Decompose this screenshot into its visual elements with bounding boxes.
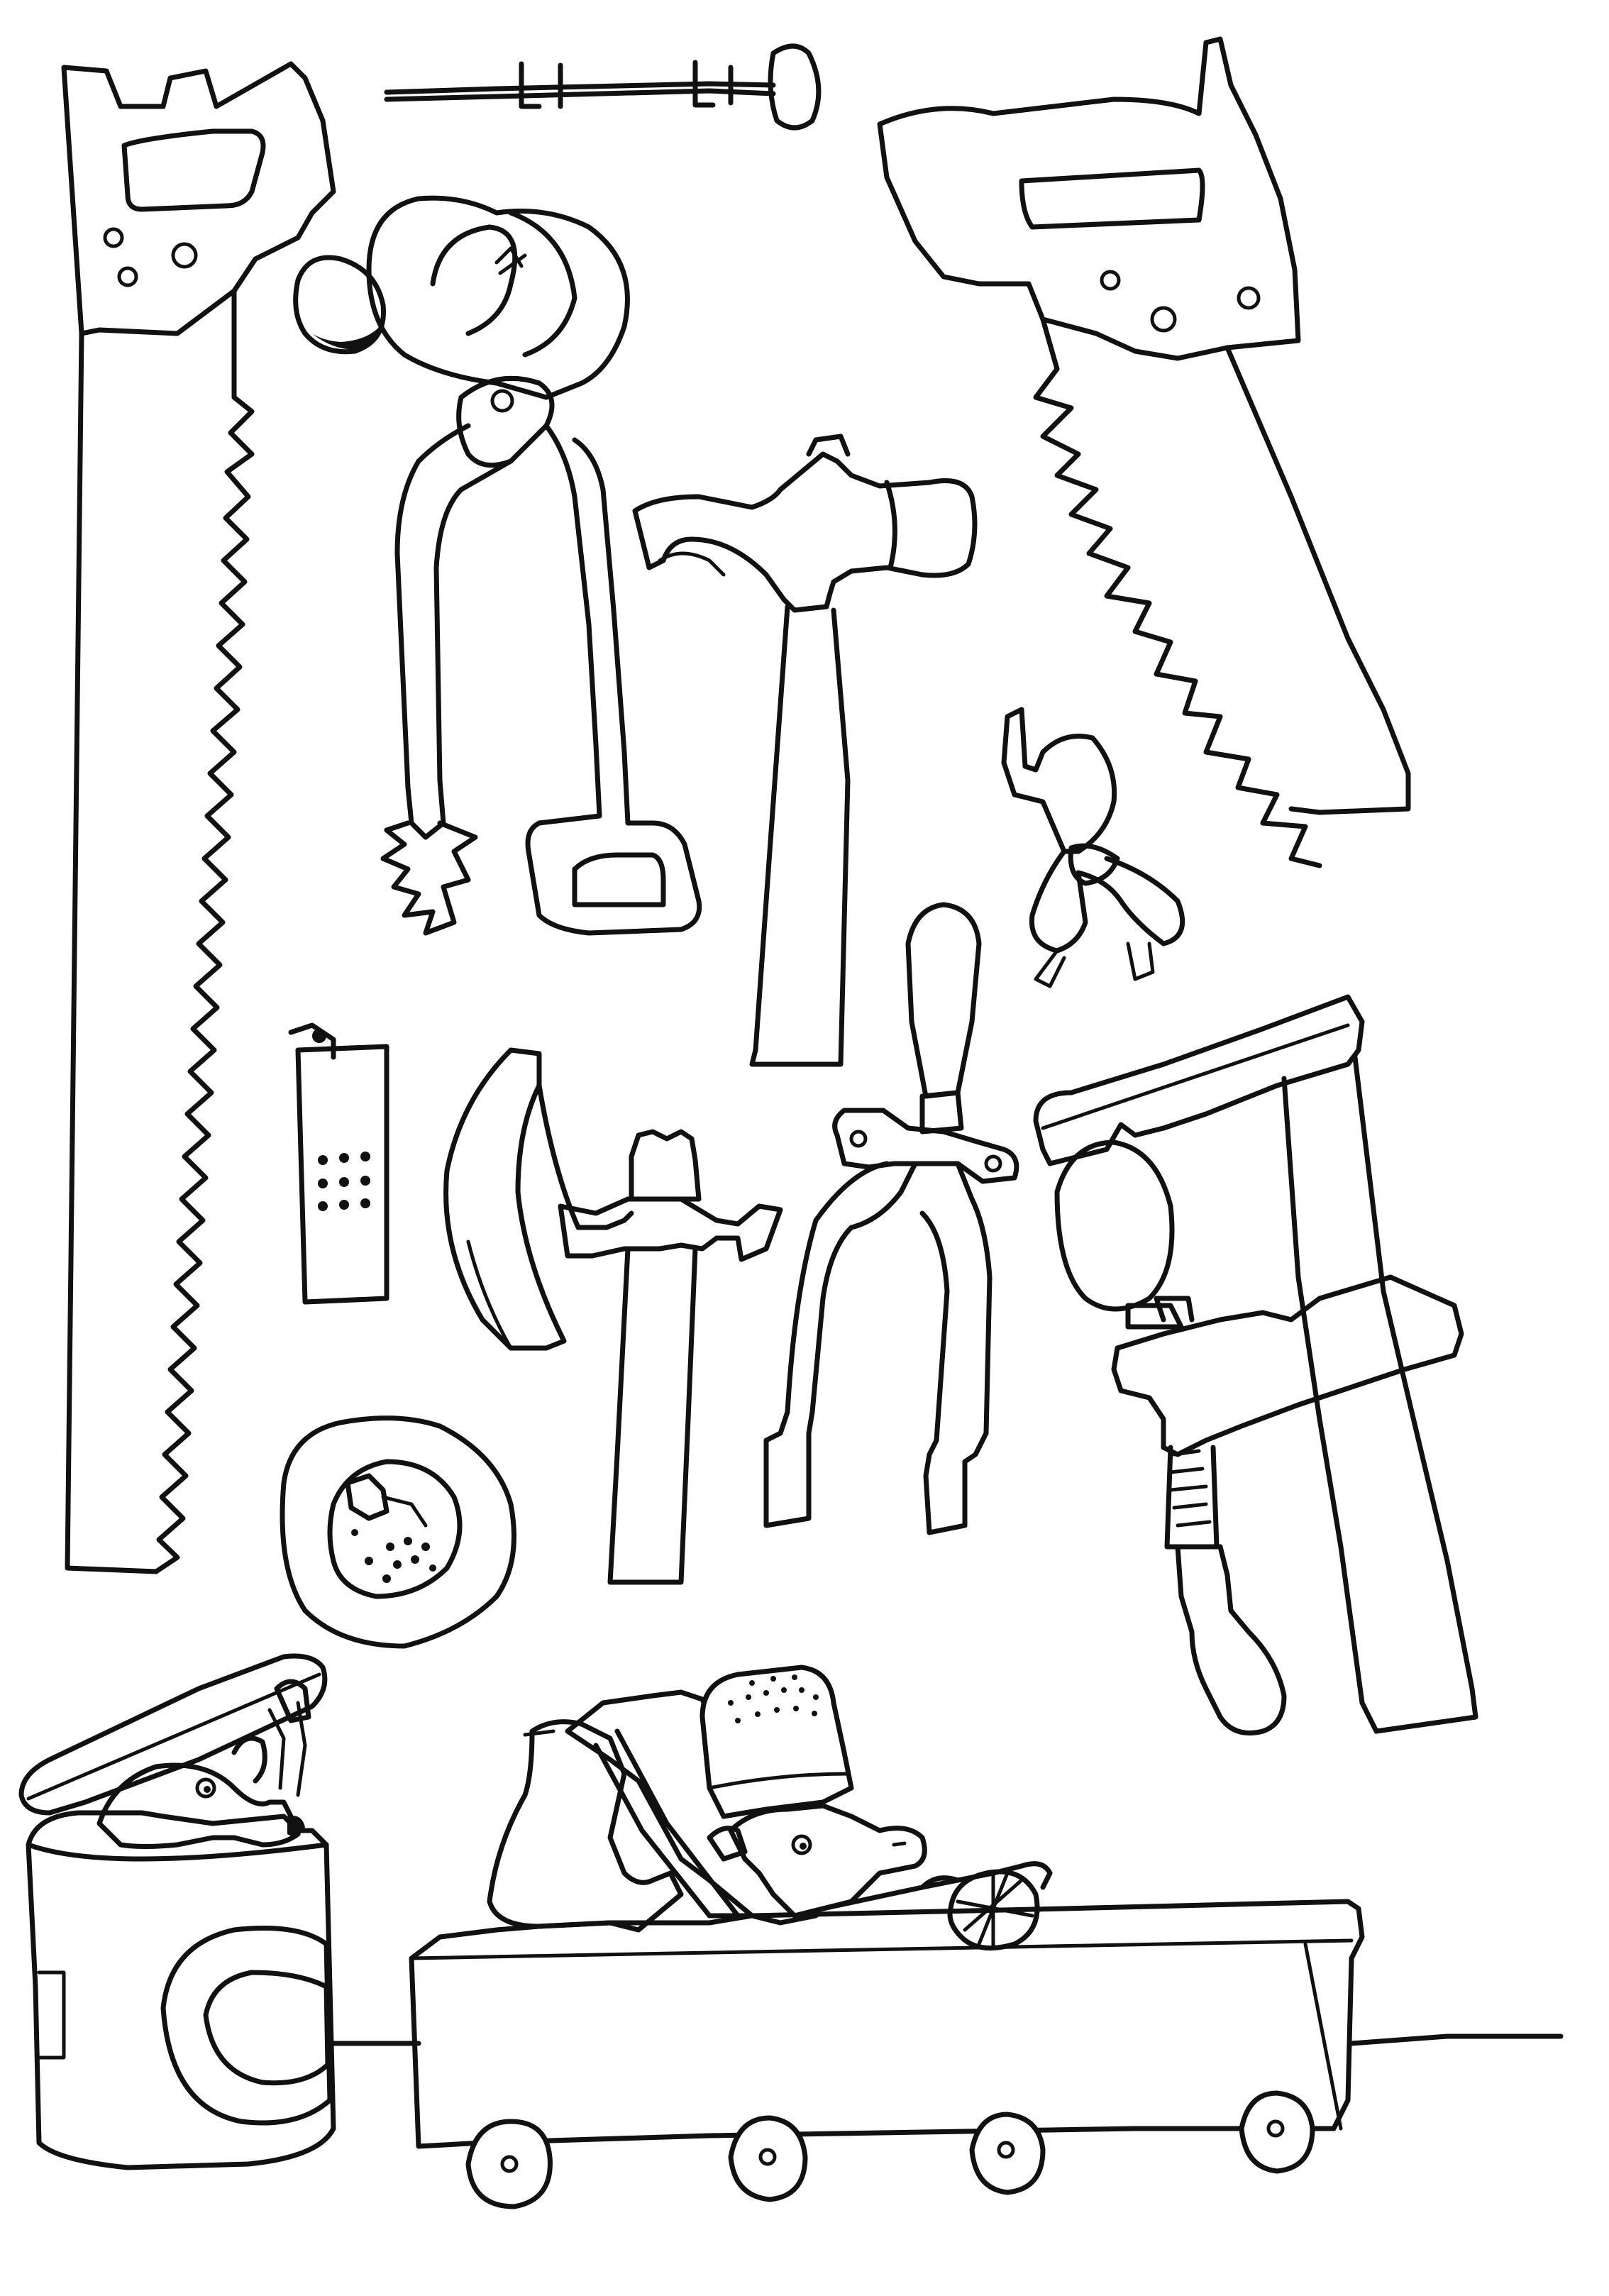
small-creature-in-cart: [707, 1803, 927, 1919]
thimble: [700, 1665, 854, 1819]
button-badge: [280, 1415, 516, 1649]
toy-cart: [409, 1899, 1365, 2209]
fork-tool: [763, 902, 1019, 1535]
floor-line: [331, 2033, 1564, 2046]
adhesive-bandage: [288, 1022, 389, 1305]
thimble-dimples: [728, 1674, 819, 1723]
bar-clamp: [1033, 994, 1478, 1735]
left-hand-saw: [61, 61, 336, 1574]
small-creature-in-can: [96, 1701, 307, 1849]
hatchet: [443, 1047, 783, 1585]
bandage-holes: [318, 1152, 370, 1211]
pliers: [366, 195, 702, 936]
ribbon-bow: [1001, 707, 1185, 988]
badge-dots: [351, 1529, 436, 1583]
claw-hammer: [632, 434, 978, 1067]
small-racket: [820, 1861, 1053, 1951]
wall-nail: [384, 43, 822, 131]
right-hand-saw: [877, 36, 1411, 868]
tin-can: [18, 1653, 336, 2170]
cart-wheels: [465, 2090, 1315, 2209]
wood-plane: [487, 1719, 684, 1933]
